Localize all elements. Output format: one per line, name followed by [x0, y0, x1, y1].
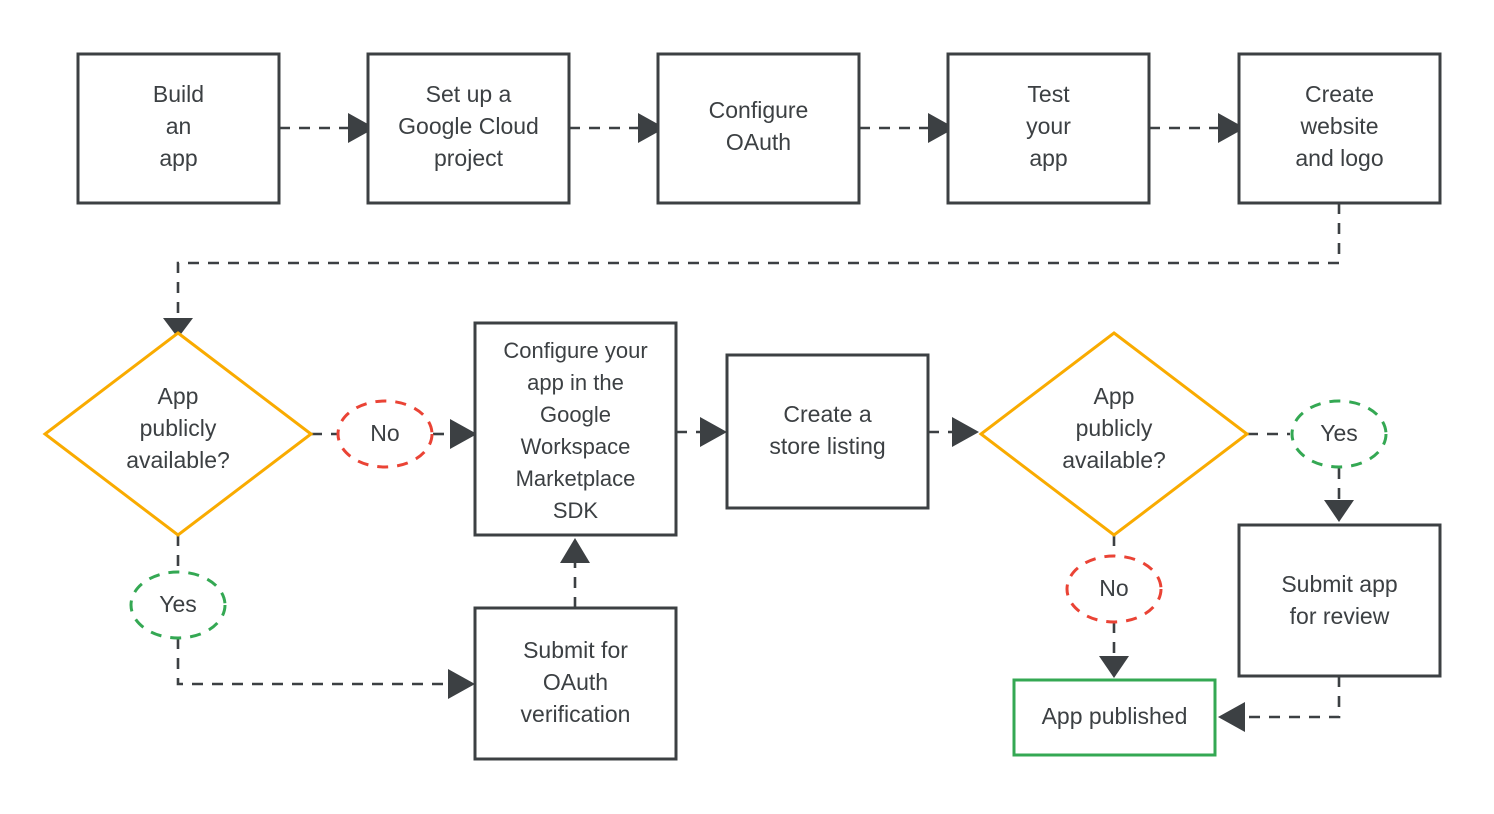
node-decision-right-line-0: App: [1094, 383, 1135, 409]
node-create-website-and-logo-line-1: website: [1300, 113, 1379, 139]
edge-label-no-right-text: No: [1099, 575, 1128, 601]
node-app-published[interactable]: App published: [1012, 678, 1217, 757]
node-build-an-app-line-1: an: [166, 113, 192, 139]
node-configure-sdk-line-5: SDK: [553, 498, 599, 523]
edge-decision-left-no: [311, 419, 477, 449]
edge-label-no-right-ellipse: [1065, 554, 1163, 624]
node-setup-google-cloud-project-shape: [366, 52, 571, 205]
edge-label-yes-left-ellipse: [129, 570, 227, 640]
edge-test-to-website: [1149, 113, 1245, 143]
node-test-your-app-line-2: app: [1029, 145, 1067, 171]
node-configure-sdk-line-3: Workspace: [521, 434, 631, 459]
node-build-an-app[interactable]: Build an app: [76, 52, 281, 205]
edge-oauth-verification-to-sdk: [560, 538, 590, 608]
edge-label-yes-left-text: Yes: [159, 591, 197, 617]
node-configure-sdk-line-0: Configure your: [503, 338, 647, 363]
node-configure-oauth[interactable]: Configure OAuth: [656, 52, 861, 205]
node-submit-review-line-1: for review: [1290, 603, 1390, 629]
edge-oauth-to-test: [859, 113, 955, 143]
node-decision-app-publicly-available-left[interactable]: App publicly available?: [42, 331, 314, 537]
node-decision-left-line-1: publicly: [140, 415, 217, 441]
node-decision-left-line-2: available?: [126, 447, 230, 473]
edge-label-yes-left[interactable]: Yes: [129, 570, 227, 640]
node-decision-left-line-0: App: [158, 383, 199, 409]
node-create-website-and-logo-line-0: Create: [1305, 81, 1374, 107]
node-configure-oauth-shape: [656, 52, 861, 205]
node-configure-sdk-line-1: app in the: [527, 370, 624, 395]
edge-decision-right-no: [1099, 535, 1129, 678]
node-configure-oauth-line-0: Configure: [709, 97, 809, 123]
node-build-an-app-line-2: app: [159, 145, 197, 171]
node-setup-google-cloud-project-line-2: project: [434, 145, 504, 171]
node-configure-app-marketplace-sdk[interactable]: Configure your app in the Google Workspa…: [473, 321, 678, 537]
node-configure-app-marketplace-sdk-shape: [473, 321, 678, 537]
node-oauth-verification-line-2: verification: [521, 701, 631, 727]
node-submit-review-line-0: Submit app: [1281, 571, 1397, 597]
node-setup-google-cloud-project[interactable]: Set up a Google Cloud project: [366, 52, 571, 205]
edge-website-to-decision-left: [163, 203, 1341, 338]
node-create-store-listing-shape: [725, 353, 930, 510]
node-app-published-shape: [1012, 678, 1217, 757]
edge-label-no-left[interactable]: No: [336, 399, 434, 469]
edge-build-to-gcp: [279, 113, 375, 143]
node-decision-app-publicly-available-left-shape: [42, 331, 314, 537]
node-decision-app-publicly-available-right[interactable]: App publicly available?: [978, 331, 1250, 537]
node-create-store-listing-line-1: store listing: [769, 433, 885, 459]
edge-label-no-left-text: No: [370, 420, 399, 446]
node-test-your-app-line-1: your: [1026, 113, 1071, 139]
node-decision-app-publicly-available-right-shape: [978, 331, 1250, 537]
node-build-an-app-line-0: Build: [153, 81, 204, 107]
node-submit-app-for-review[interactable]: Submit app for review: [1237, 523, 1442, 678]
edge-gcp-to-oauth: [569, 113, 665, 143]
edge-label-no-left-ellipse: [336, 399, 434, 469]
node-decision-right-line-1: publicly: [1076, 415, 1153, 441]
node-test-your-app-line-0: Test: [1027, 81, 1070, 107]
node-submit-oauth-verification[interactable]: Submit for OAuth verification: [473, 606, 678, 761]
node-configure-oauth-line-1: OAuth: [726, 129, 791, 155]
node-create-website-and-logo[interactable]: Create website and logo: [1237, 52, 1442, 205]
node-setup-google-cloud-project-line-1: Google Cloud: [398, 113, 539, 139]
node-configure-sdk-line-2: Google: [540, 402, 611, 427]
node-test-your-app[interactable]: Test your app: [946, 52, 1151, 205]
edge-label-no-right[interactable]: No: [1065, 554, 1163, 624]
node-test-your-app-shape: [946, 52, 1151, 205]
edge-store-listing-to-decision-right: [928, 417, 979, 447]
edge-label-yes-right-ellipse: [1290, 399, 1388, 469]
node-oauth-verification-line-1: OAuth: [543, 669, 608, 695]
node-create-website-and-logo-shape: [1237, 52, 1442, 205]
node-create-website-and-logo-line-2: and logo: [1295, 145, 1383, 171]
node-oauth-verification-line-0: Submit for: [523, 637, 628, 663]
node-decision-right-line-2: available?: [1062, 447, 1166, 473]
node-build-an-app-shape: [76, 52, 281, 205]
node-create-store-listing[interactable]: Create a store listing: [725, 353, 930, 510]
node-configure-sdk-line-4: Marketplace: [516, 466, 636, 491]
edge-label-yes-right-text: Yes: [1320, 420, 1358, 446]
edge-label-yes-right[interactable]: Yes: [1290, 399, 1388, 469]
node-submit-oauth-verification-shape: [473, 606, 678, 761]
node-setup-google-cloud-project-line-0: Set up a: [426, 81, 512, 107]
edge-decision-right-yes: [1247, 432, 1354, 522]
edges-layer: [163, 113, 1354, 732]
node-submit-app-for-review-shape: [1237, 523, 1442, 678]
node-create-store-listing-line-0: Create a: [783, 401, 871, 427]
edge-sdk-to-store-listing: [676, 417, 727, 447]
edge-decision-left-yes: [176, 535, 475, 699]
node-app-published-label: App published: [1042, 703, 1188, 729]
edge-submit-review-to-published: [1218, 676, 1341, 732]
